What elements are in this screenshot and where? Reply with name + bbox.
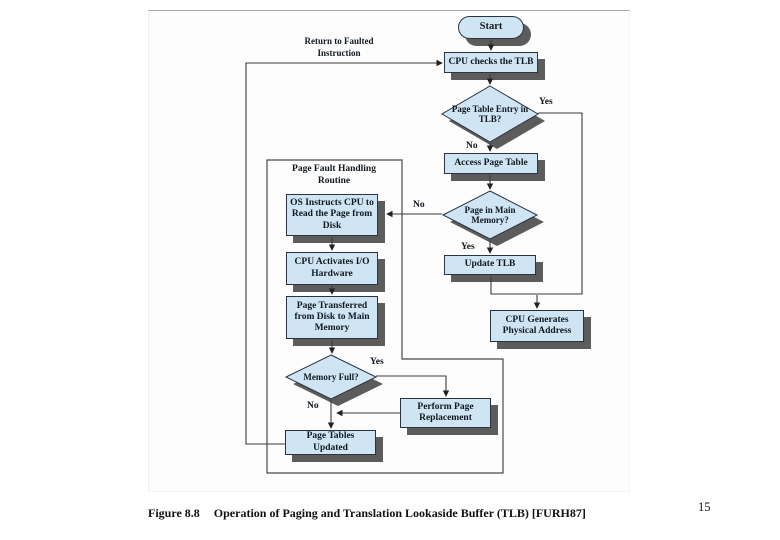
full-yes-label: Yes <box>370 357 384 367</box>
connector-return-to-cpu-checks <box>245 59 443 445</box>
os-instructs-cpu-node: OS Instructs CPU to Read the Page from D… <box>286 194 378 236</box>
connector-full-yes-to-perform <box>376 375 450 397</box>
page-fault-routine-container <box>266 159 504 474</box>
tlb-yes-label: Yes <box>539 97 553 107</box>
page-tables-updated-node: Page Tables Updated <box>285 430 376 455</box>
slide-page-number: 15 <box>698 500 711 514</box>
figure-caption: Figure 8.8 Operation of Paging and Transl… <box>148 506 648 521</box>
cpu-generates-physical-address-node: CPU Generates Physical Address <box>490 310 584 342</box>
tlb-decision-diamond <box>441 85 539 143</box>
page-transferred-node: Page Transferred from Disk to Main Memor… <box>286 296 378 339</box>
figure-caption-title: Operation of Paging and Translation Look… <box>213 506 586 520</box>
update-tlb-node: Update TLB <box>444 255 536 275</box>
page-fault-routine-title: Page Fault Handling Routine <box>292 164 376 187</box>
memory-full-diamond <box>284 354 378 400</box>
memory-decision-label: Page in Main Memory? <box>464 204 516 225</box>
memory-yes-label: Yes <box>461 242 475 252</box>
start-node: Start <box>458 16 524 39</box>
memory-decision-diamond <box>441 190 539 240</box>
perform-page-replacement-node: Perform Page Replacement <box>400 398 491 428</box>
memory-no-label: No <box>413 200 425 210</box>
tlb-decision-label: Page Table Entry in TLB? <box>451 103 529 124</box>
tlb-no-label: No <box>466 141 478 151</box>
full-no-label: No <box>307 401 319 411</box>
flowchart-shapes-layer <box>266 85 545 474</box>
return-to-faulted-instruction-note: Return to Faulted Instruction <box>304 36 374 59</box>
connector-tlb-yes-junction <box>490 112 583 295</box>
access-page-table-node: Access Page Table <box>444 153 538 174</box>
memory-full-label: Memory Full? <box>303 371 359 382</box>
flowchart-figure: Start CPU checks the TLB Access Page Tab… <box>148 10 630 492</box>
figure-caption-label: Figure 8.8 <box>148 506 200 520</box>
cpu-checks-tlb-node: CPU checks the TLB <box>444 52 538 73</box>
flowchart-connectors-layer <box>245 40 583 445</box>
cpu-activates-io-node: CPU Activates I/O Hardware <box>286 252 378 285</box>
